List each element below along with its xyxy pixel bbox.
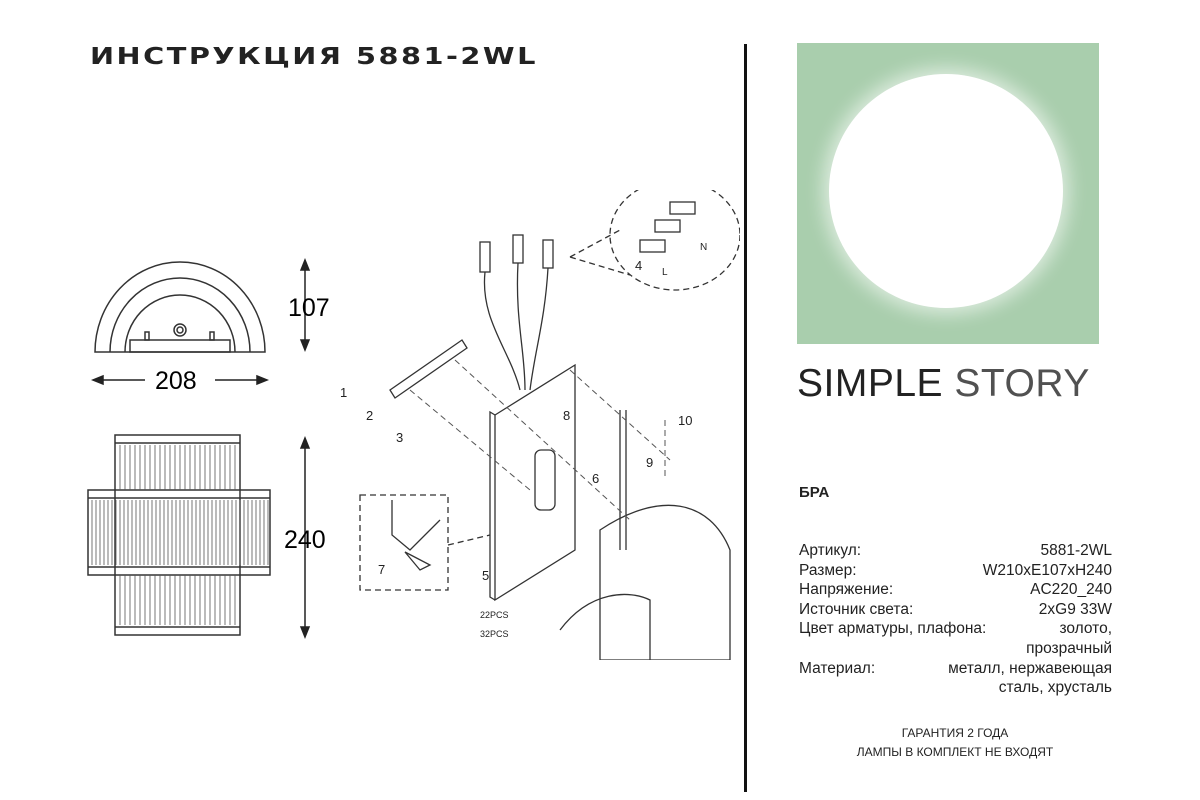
spec-value-cont: сталь, хрусталь: [998, 679, 1112, 697]
spec-value: 2xG9 33W: [1038, 600, 1112, 618]
spec-row: Напряжение: AC220_240: [799, 580, 1112, 600]
lamps-note: ЛАМПЫ В КОМПЛЕКТ НЕ ВХОДЯТ: [856, 745, 1054, 759]
product-type: БРА: [799, 484, 830, 501]
step-3: 3: [396, 430, 403, 445]
spec-row: Артикул: 5881-2WL: [799, 541, 1112, 561]
spec-label: Источник света:: [799, 600, 914, 618]
spec-value-cont: прозрачный: [1026, 639, 1112, 657]
warranty-note: ГАРАНТИЯ 2 ГОДА: [901, 726, 1009, 740]
brand-part1: SIMPLE: [797, 362, 944, 405]
brand-part2: STORY: [954, 362, 1090, 405]
spec-label: Размер:: [799, 561, 857, 579]
spec-value: золото,: [1059, 620, 1112, 638]
vertical-divider: [744, 44, 747, 792]
spec-value: W210xE107xH240: [982, 561, 1112, 579]
spec-row: Материал: металл, нержавеющая: [799, 659, 1112, 679]
step-9: 9: [646, 455, 653, 470]
parts-inner-count: 22PCS: [480, 610, 509, 620]
step-6: 6: [592, 471, 599, 486]
wire-n-label: N: [700, 242, 707, 253]
depth-dimension: 107: [288, 294, 330, 322]
spec-row: Источник света: 2xG9 33W: [799, 600, 1112, 620]
spec-label: Напряжение:: [799, 581, 894, 599]
spec-label: Цвет арматуры, плафона:: [799, 620, 987, 638]
parts-outer-count: 32PCS: [480, 629, 509, 639]
dimension-drawing: 107 208 240: [87, 257, 330, 640]
brand-logo: SIMPLE STORY: [797, 362, 1090, 406]
spec-label: Материал:: [799, 659, 876, 677]
spec-label: Артикул:: [799, 542, 862, 559]
spec-value: металл, нержавеющая: [948, 659, 1112, 677]
spec-row: Цвет арматуры, плафона: золото,: [799, 619, 1112, 639]
wire-l-label: L: [662, 267, 668, 278]
step-7: 7: [378, 562, 385, 577]
page-title: ИНСТРУКЦИЯ 5881-2WL: [90, 44, 538, 70]
height-dimension: 240: [284, 526, 326, 554]
spec-list: Артикул: 5881-2WL Размер: W210xE107xH240 Н…: [799, 541, 1112, 698]
step-8: 8: [563, 408, 570, 423]
step-4: 4: [635, 258, 642, 273]
spec-row: Размер: W210xE107xH240: [799, 561, 1112, 581]
spec-value: 5881-2WL: [1040, 542, 1112, 559]
product-photo: [797, 43, 1099, 344]
footer-notes: ГАРАНТИЯ 2 ГОДА ЛАМПЫ В КОМПЛЕКТ НЕ ВХОД…: [790, 724, 1120, 762]
assembly-diagram: 1 2 3 4 5 6 7 8 9 10 N L 22PCS 32PCS: [340, 190, 740, 660]
step-2: 2: [366, 408, 373, 423]
step-10: 10: [678, 413, 692, 428]
spec-value: AC220_240: [1030, 581, 1112, 599]
step-5: 5: [482, 568, 489, 583]
step-1: 1: [340, 385, 347, 400]
lamp-globe-image: [829, 74, 1063, 308]
width-dimension: 208: [155, 367, 197, 395]
